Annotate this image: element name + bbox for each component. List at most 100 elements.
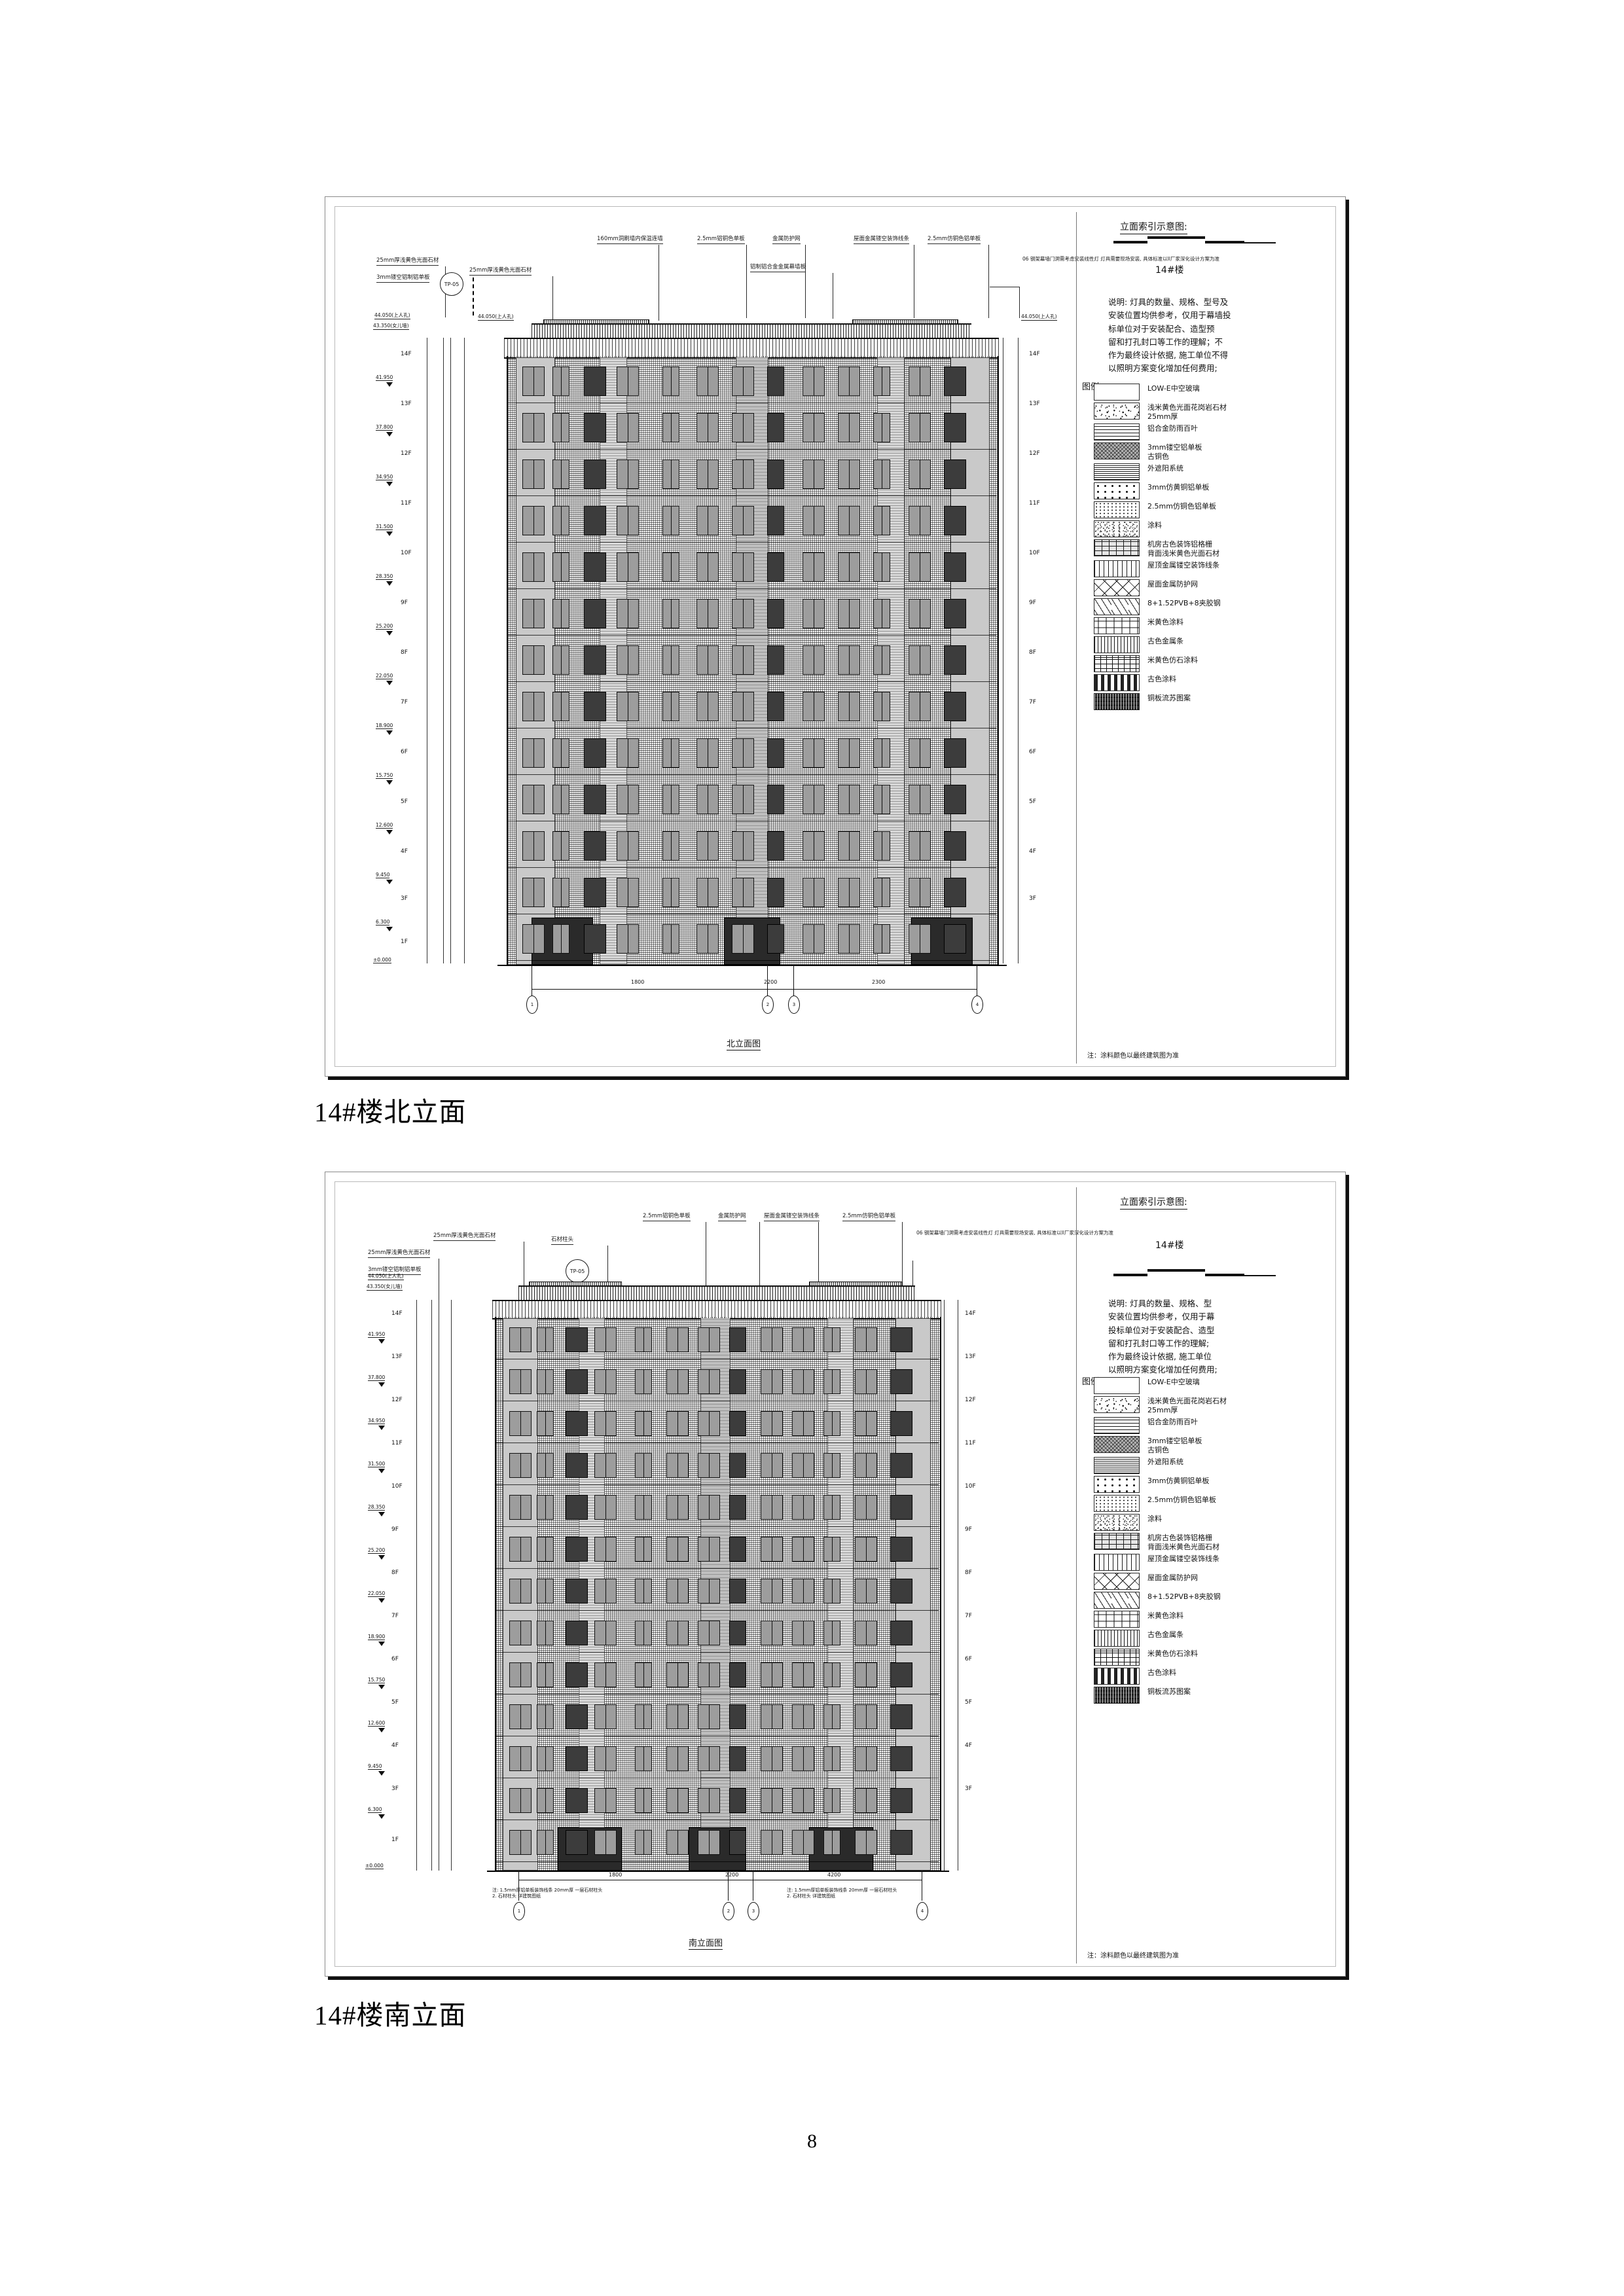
- legend-item: 3mm仿黄铜铝单板: [1094, 482, 1329, 500]
- floor-separator-line: [507, 681, 996, 682]
- legend-item-label: 古色金属条: [1147, 1630, 1183, 1640]
- legend-item: 外遮阳系统: [1094, 463, 1329, 481]
- facade-window: [792, 1453, 814, 1478]
- facade-window: [522, 785, 545, 814]
- drawing-frame-north: 25mm厚浅黄色光面石材 3mm镂空铝制铝单板 25mm厚浅黄色光面石材 160…: [325, 196, 1346, 1077]
- facade-window: [767, 367, 784, 396]
- annotation-label: 金属防护网: [772, 236, 801, 244]
- floor-label-right: 14F: [965, 1310, 976, 1317]
- level-elevation: 43.350(女儿墙): [367, 1283, 403, 1291]
- legend-item: 机房古色装饰铝格栅 背面浅米黄色光面石材: [1094, 539, 1329, 558]
- legend-swatch-coating: [1094, 1514, 1140, 1532]
- facade-window: [509, 1579, 532, 1604]
- facade-window: [635, 1579, 652, 1604]
- facade-window: [584, 645, 606, 675]
- facade-window: [537, 1662, 554, 1687]
- level-elevation: 34.950: [376, 474, 393, 480]
- legend-item-label: 屋面金属防护网: [1147, 580, 1198, 589]
- facade-window: [890, 1621, 912, 1645]
- legend-note-text: 说明: 灯具的数量、规格、型 安装位置均供参考，仅用于幕 投标单位对于安装配合、…: [1108, 1299, 1218, 1375]
- facade-window: [909, 878, 931, 907]
- facade-window: [552, 738, 569, 768]
- facade-window: [698, 1621, 720, 1645]
- facade-window: [873, 924, 890, 954]
- facade-window: [662, 692, 679, 721]
- facade-window: [594, 1369, 617, 1394]
- facade-window: [873, 645, 890, 675]
- facade-window: [803, 878, 825, 907]
- facade-window: [666, 1662, 689, 1687]
- facade-window: [823, 1788, 840, 1813]
- facade-window: [838, 924, 860, 954]
- facade-window: [617, 738, 639, 768]
- facade-window: [635, 1788, 652, 1813]
- legend-item: 铝合金防雨百叶: [1094, 1417, 1329, 1435]
- floor-label: 14F: [391, 1310, 403, 1317]
- detail-tag-circle: TP-05: [566, 1259, 589, 1283]
- facade-window: [909, 459, 931, 489]
- floor-label: 5F: [391, 1699, 399, 1706]
- facade-window: [552, 924, 569, 954]
- facade-window: [761, 1746, 783, 1771]
- floor-label: 1F: [401, 939, 408, 945]
- facade-window: [537, 1411, 554, 1436]
- facade-window: [584, 552, 606, 582]
- facade-window: [873, 459, 890, 489]
- facade-window: [698, 1746, 720, 1771]
- facade-window: [944, 506, 966, 535]
- facade-window: [873, 506, 890, 535]
- annotation-label: 2.5mm铝铜色单板: [643, 1213, 691, 1221]
- facade-window: [823, 1495, 840, 1520]
- facade-window: [792, 1830, 814, 1855]
- facade-window: [662, 506, 679, 535]
- legend-item: 古色金属条: [1094, 1630, 1329, 1647]
- legend-item-label: 铜板流苏图案: [1147, 1687, 1191, 1696]
- facade-window: [803, 413, 825, 442]
- facade-window: [838, 506, 860, 535]
- facade-window: [944, 645, 966, 675]
- legend-item: 3mm仿黄铜铝单板: [1094, 1476, 1329, 1494]
- facade-window: [584, 599, 606, 628]
- facade-window: [522, 367, 545, 396]
- facade-window: [761, 1704, 783, 1729]
- facade-window: [732, 878, 754, 907]
- floor-separator-line: [495, 1568, 939, 1569]
- facade-window: [537, 1621, 554, 1645]
- floor-label-right: 6F: [965, 1656, 972, 1662]
- floor-separator-line: [495, 1484, 939, 1485]
- legend-item: 古色涂料: [1094, 674, 1329, 692]
- facade-window: [944, 738, 966, 768]
- facade-window: [698, 1537, 720, 1562]
- legend-item-label: 古色涂料: [1147, 675, 1176, 684]
- legend-swatch-beige-coating: [1094, 617, 1140, 635]
- level-elevation: ±0.000: [373, 957, 391, 963]
- legend-item-label: 浅米黄色光面花岗岩石材 25mm厚: [1147, 403, 1227, 422]
- facade-window: [584, 692, 606, 721]
- legend-item: 铝合金防雨百叶: [1094, 423, 1329, 441]
- facade-window: [552, 831, 569, 861]
- legend-item-label: 2.5mm仿铜色铝单板: [1147, 1496, 1216, 1505]
- facade-window: [729, 1327, 746, 1352]
- facade-window: [873, 413, 890, 442]
- legend-item-label: 机房古色装饰铝格栅 背面浅米黄色光面石材: [1147, 1534, 1219, 1552]
- facade-window: [823, 1621, 840, 1645]
- floor-label: 6F: [391, 1656, 399, 1662]
- legend-item: 屋顶金属镂空装饰线条: [1094, 1554, 1329, 1571]
- facade-window: [823, 1662, 840, 1687]
- legend-item: LOW-E中空玻璃: [1094, 384, 1329, 401]
- level-elevation: 6.300: [368, 1806, 382, 1813]
- facade-window: [566, 1495, 588, 1520]
- facade-window: [729, 1537, 746, 1562]
- facade-window: [729, 1495, 746, 1520]
- facade-window: [855, 1830, 877, 1855]
- facade-window: [944, 459, 966, 489]
- facade-window: [944, 785, 966, 814]
- facade-window: [522, 878, 545, 907]
- facade-window: [552, 552, 569, 582]
- facade-window: [635, 1830, 652, 1855]
- legend-item-label: 8+1.52PVB+8夹胶钢: [1147, 1592, 1221, 1602]
- facade-window: [838, 645, 860, 675]
- legend-keyplan-diagram: [1113, 236, 1277, 245]
- facade-window: [696, 552, 719, 582]
